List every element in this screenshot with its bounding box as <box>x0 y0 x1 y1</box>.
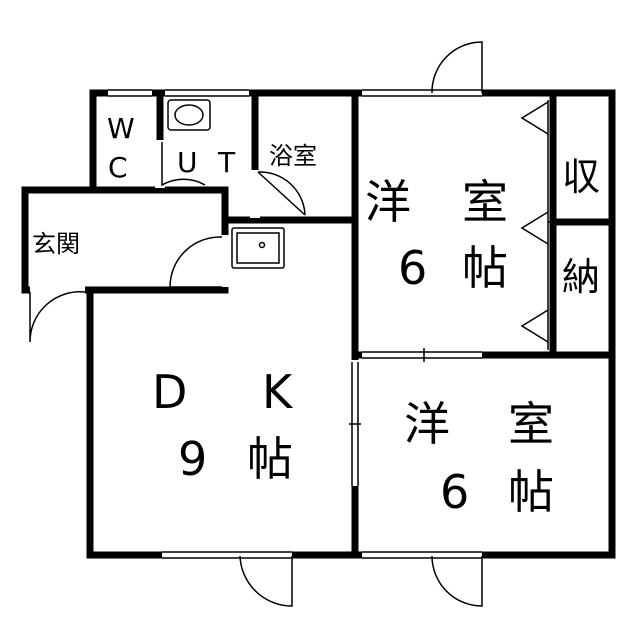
windows <box>108 89 555 559</box>
kitchen-sink-icon <box>231 227 285 269</box>
western-top-label-2b: 帖 <box>462 241 508 295</box>
western-top-label-2a: 6 <box>398 241 427 295</box>
dk-label-k: K <box>262 365 294 419</box>
wc-label-w: W <box>107 112 135 145</box>
western-top-label-1b: 室 <box>462 175 508 229</box>
western-bottom-label-2a: 6 <box>440 465 469 519</box>
doors <box>29 41 483 607</box>
washbasin-icon <box>167 99 211 131</box>
openings <box>30 88 482 560</box>
western-bottom-label-1a: 洋 <box>404 397 450 451</box>
ut-label-u: U <box>177 146 198 179</box>
dk-label-d: D <box>152 365 187 419</box>
wc-label-c: C <box>108 151 128 184</box>
storage-label-2: 納 <box>562 255 600 299</box>
western-top-label-1a: 洋 <box>365 175 411 229</box>
dk-label-9: 9 <box>178 432 207 486</box>
bath-label: 浴室 <box>269 142 317 170</box>
dk-label-jo: 帖 <box>247 432 293 486</box>
western-bottom-label-2b: 帖 <box>508 465 554 519</box>
fixtures <box>167 99 285 269</box>
western-bottom-label-1b: 室 <box>508 397 554 451</box>
entrance-label: 玄関 <box>32 230 80 258</box>
storage-label-1: 収 <box>562 155 600 199</box>
ut-label-t: T <box>217 146 236 179</box>
